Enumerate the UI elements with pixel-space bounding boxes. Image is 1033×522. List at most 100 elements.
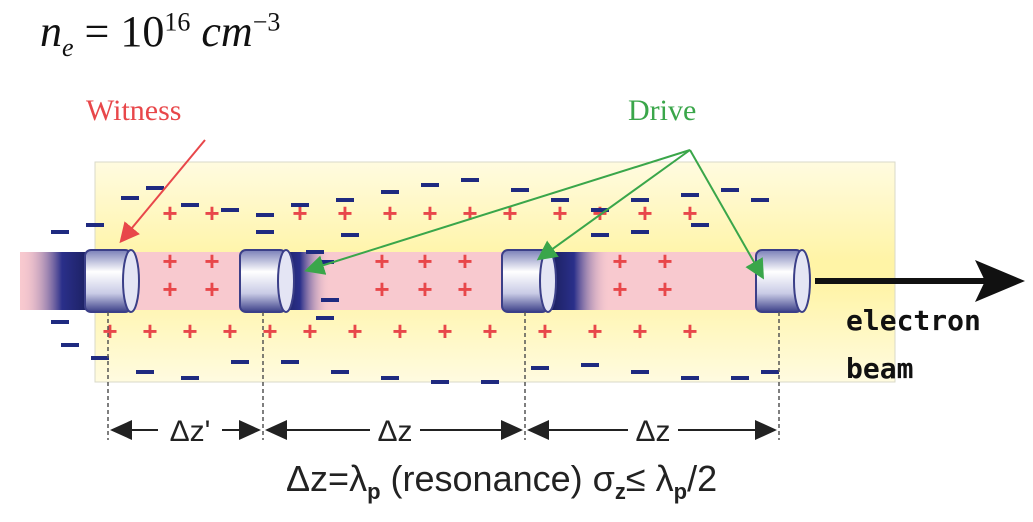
minus-charge xyxy=(256,230,274,234)
plus-charge: + xyxy=(587,316,602,346)
plus-charge: + xyxy=(632,316,647,346)
witness-pointer-arrow xyxy=(119,139,206,244)
drive-pointer-arrow-2 xyxy=(536,149,691,261)
drive-pointer-arrow-3 xyxy=(689,149,764,280)
caption-part1: Δz=λ xyxy=(286,458,368,499)
bunch-trail-3 xyxy=(550,252,610,310)
plus-charge: + xyxy=(374,274,389,304)
minus-charge xyxy=(721,188,739,192)
plus-charge: + xyxy=(537,316,552,346)
plus-charge: + xyxy=(204,198,219,228)
caption-sub3: p xyxy=(673,479,688,505)
plus-charge: + xyxy=(422,198,437,228)
plus-charge: + xyxy=(204,274,219,304)
minus-charge xyxy=(631,370,649,374)
minus-charge xyxy=(531,366,549,370)
minus-charge xyxy=(681,376,699,380)
plus-charge: + xyxy=(347,316,362,346)
dimension-label-1: Δz xyxy=(377,415,412,448)
minus-charge xyxy=(341,233,359,237)
plus-charge: + xyxy=(552,198,567,228)
plus-charge: + xyxy=(682,198,697,228)
plus-charge: + xyxy=(162,274,177,304)
minus-charge xyxy=(431,380,449,384)
minus-charge xyxy=(291,203,309,207)
minus-charge xyxy=(591,233,609,237)
caption-sub2: z xyxy=(614,479,626,505)
plus-charge: + xyxy=(302,316,317,346)
dimension-label-bg-3 xyxy=(628,414,678,446)
caption-sub1: p xyxy=(367,479,381,505)
plus-charge: + xyxy=(592,198,607,228)
minus-charge xyxy=(591,208,609,212)
minus-charge xyxy=(336,198,354,202)
dimension-label-2: Δz xyxy=(635,415,670,448)
minus-charge xyxy=(146,186,164,190)
minus-charge xyxy=(461,178,479,182)
plus-charge: + xyxy=(222,316,237,346)
minus-charge xyxy=(51,320,69,324)
plus-charge: + xyxy=(292,198,307,228)
minus-charge xyxy=(681,193,699,197)
minus-charge xyxy=(121,196,139,200)
dimension-label-bg-2 xyxy=(370,414,420,446)
minus-charge xyxy=(761,370,779,374)
beam-channel xyxy=(20,252,800,310)
plus-charge: + xyxy=(457,274,472,304)
plus-charge: + xyxy=(437,316,452,346)
minus-charge xyxy=(231,360,249,364)
density-exponent: 16 xyxy=(164,7,191,37)
plus-charge: + xyxy=(637,198,652,228)
plus-charge: + xyxy=(382,198,397,228)
plus-charge: + xyxy=(142,316,157,346)
minus-charge xyxy=(321,298,339,302)
plus-charge: + xyxy=(612,246,627,276)
caption-part3: ≤ λ xyxy=(625,458,674,499)
minus-charge xyxy=(316,316,334,320)
drive-bunch-1 xyxy=(239,249,295,313)
plus-charge: + xyxy=(182,316,197,346)
caption-part4: /2 xyxy=(687,458,718,499)
density-equals: = 10 xyxy=(73,7,165,56)
minus-charge xyxy=(181,203,199,207)
plus-charge: + xyxy=(417,274,432,304)
bunch-drop-lines xyxy=(107,312,780,440)
plus-charge: + xyxy=(417,246,432,276)
minus-charge xyxy=(751,198,769,202)
caption-part2: (resonance) σ xyxy=(380,458,615,499)
density-symbol: n xyxy=(40,7,62,56)
beam-direction-arrowhead xyxy=(975,260,1025,302)
plasma-charges: ++++++++++++++++++++++++++++++++++++++++ xyxy=(51,178,779,384)
plasma-density-formula: ne = 1016 cm−3 xyxy=(40,6,280,63)
minus-charge xyxy=(631,230,649,234)
plus-charge: + xyxy=(482,316,497,346)
minus-charge xyxy=(381,190,399,194)
resonance-condition-caption: Δz=λp (resonance) σz≤ λp/2 xyxy=(286,458,717,505)
minus-charge xyxy=(61,343,79,347)
minus-charge xyxy=(731,376,749,380)
minus-charge xyxy=(136,370,154,374)
minus-charge xyxy=(421,183,439,187)
minus-charge xyxy=(256,213,274,217)
minus-charge xyxy=(481,380,499,384)
minus-charge xyxy=(221,208,239,212)
plus-charge: + xyxy=(374,246,389,276)
plus-charge: + xyxy=(502,198,517,228)
plus-charge: + xyxy=(612,274,627,304)
minus-charge xyxy=(631,198,649,202)
minus-charge xyxy=(86,223,104,227)
minus-charge xyxy=(551,198,569,202)
drive-pointer-arrow-1 xyxy=(304,149,691,275)
minus-charge xyxy=(51,230,69,234)
minus-charge xyxy=(331,370,349,374)
minus-charge xyxy=(281,360,299,364)
minus-charge xyxy=(91,356,109,360)
plus-charge: + xyxy=(682,316,697,346)
plus-charge: + xyxy=(462,198,477,228)
dimension-label-bg-1 xyxy=(158,414,222,446)
minus-charge xyxy=(306,250,324,254)
witness-label: Witness xyxy=(86,94,182,127)
plus-charge: + xyxy=(102,316,117,346)
